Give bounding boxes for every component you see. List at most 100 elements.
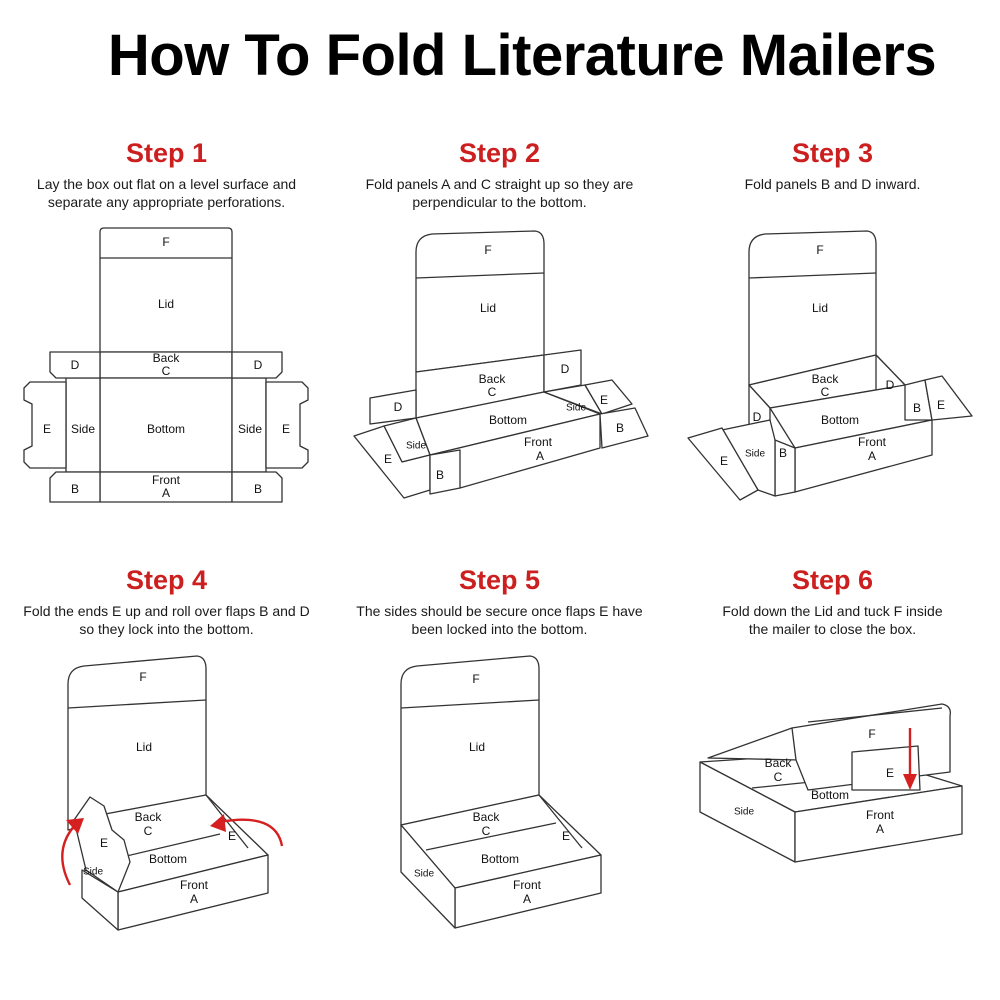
step-1-label-side-left: Side <box>71 422 95 436</box>
step-4-panel: Step 4 Fold the ends E up and roll over … <box>0 565 333 638</box>
step-6-label-side: Side <box>734 807 754 818</box>
step-6-flap-e <box>851 745 921 791</box>
step-2-description: Fold panels A and C straight up so they … <box>350 175 650 211</box>
step-3-lid <box>748 230 877 386</box>
step-3-label-b-left: B <box>779 446 787 460</box>
step-2-label-a: A <box>536 449 544 463</box>
step-5-label-f: F <box>472 672 479 686</box>
step-4-label-front: Front <box>180 878 209 892</box>
step-3-label-d-right: D <box>886 378 895 392</box>
step-1-flap-e-right <box>265 381 309 469</box>
step-6-label-e: E <box>886 766 894 780</box>
step-3-label-side: Side <box>745 449 765 460</box>
step-4-label-f: F <box>139 670 146 684</box>
step-2-label-b-left: B <box>436 468 444 482</box>
step-1-flap-d-right <box>231 351 283 379</box>
step-2-label-side-right: Side <box>566 403 586 414</box>
step-1-flap-e-left <box>23 381 67 469</box>
step-1-back-panel <box>99 351 233 379</box>
step-1-label-f: F <box>162 235 169 249</box>
step-3-label-lid: Lid <box>812 301 828 315</box>
step-4-arrowhead-right <box>210 814 226 832</box>
step-1-heading: Step 1 <box>125 138 208 168</box>
step-4-heading: Step 4 <box>125 565 208 595</box>
step-3-label-c: C <box>821 385 830 399</box>
step-6-label-a: A <box>876 822 884 836</box>
step-4-description: Fold the ends E up and roll over flaps B… <box>17 602 317 638</box>
step-4-arrow-right <box>219 818 284 847</box>
step-1-panel: Step 1 Lay the box out flat on a level s… <box>0 138 333 211</box>
step-6-description: Fold down the Lid and tuck F inside the … <box>683 602 983 638</box>
step-1-line-2: separate any appropriate perforations. <box>47 194 286 210</box>
step-5-label-side: Side <box>414 869 434 880</box>
step-3-description: Fold panels B and D inward. <box>683 175 983 193</box>
step-3-heading: Step 3 <box>791 138 874 168</box>
step-4-arrowhead-left <box>66 818 84 834</box>
step-3-panel: Step 3 Fold panels B and D inward. <box>666 138 999 193</box>
step-2-label-f: F <box>484 243 491 257</box>
step-2-label-lid: Lid <box>480 301 496 315</box>
step-1-description: Lay the box out flat on a level surface … <box>17 175 317 211</box>
step-1-label-d-left: D <box>71 358 80 372</box>
step-5-label-back: Back <box>473 810 501 824</box>
step-4-label-e-right: E <box>228 829 236 843</box>
step-1-label-front: Front <box>152 473 181 487</box>
step-2-label-front: Front <box>524 435 553 449</box>
step-5-panel: Step 5 The sides should be secure once f… <box>333 565 666 638</box>
step-2-label-bottom: Bottom <box>489 413 527 427</box>
step-6-label-back: Back <box>765 756 793 770</box>
step-1-label-b-right: B <box>254 482 262 496</box>
step-3-line-1: Fold panels B and D inward. <box>744 176 921 192</box>
step-1-line-1: Lay the box out flat on a level surface … <box>36 176 297 192</box>
step-4-line-1: Fold the ends E up and roll over flaps B… <box>23 603 310 619</box>
step-1-label-e-right: E <box>282 422 290 436</box>
step-3-label-bottom: Bottom <box>821 413 859 427</box>
step-6-front-panel <box>794 785 963 863</box>
step-1-label-lid: Lid <box>158 297 174 311</box>
step-1-flap-b-left <box>49 471 101 503</box>
step-6-label-f: F <box>868 727 875 741</box>
step-2-flap-b-right <box>599 407 649 449</box>
step-2-line-1: Fold panels A and C straight up so they … <box>365 176 634 192</box>
step-1-label-b-left: B <box>71 482 79 496</box>
step-5-label-e: E <box>562 829 570 843</box>
step-5-description: The sides should be secure once flaps E … <box>350 602 650 638</box>
step-5-label-a: A <box>523 892 531 906</box>
step-2-label-e-left: E <box>384 452 392 466</box>
step-3-label-a: A <box>868 449 876 463</box>
step-3-label-e-left: E <box>720 454 728 468</box>
step-5-label-bottom: Bottom <box>481 852 519 866</box>
step-4-label-c: C <box>144 824 153 838</box>
step-2-label-b-right: B <box>616 421 624 435</box>
step-5-heading: Step 5 <box>458 565 541 595</box>
step-1-label-side-right: Side <box>238 422 262 436</box>
step-4-label-side: Side <box>83 867 103 878</box>
step-3-label-d-left: D <box>753 410 762 424</box>
step-5-side-left <box>400 824 456 929</box>
step-6-panel: Step 6 Fold down the Lid and tuck F insi… <box>666 565 999 638</box>
step-4-label-lid: Lid <box>136 740 152 754</box>
step-5-lid <box>400 655 540 826</box>
step-4-label-bottom: Bottom <box>149 852 187 866</box>
step-1-flap-d-left <box>49 351 101 379</box>
step-5-line-2: been locked into the bottom. <box>411 621 588 637</box>
step-5-line-1: The sides should be secure once flaps E … <box>356 603 643 619</box>
step-3-label-e-right: E <box>937 398 945 412</box>
step-3-label-front: Front <box>858 435 887 449</box>
step-1-label-d-right: D <box>254 358 263 372</box>
step-3-label-back: Back <box>812 372 840 386</box>
step-5-label-lid: Lid <box>469 740 485 754</box>
step-4-lid <box>67 655 207 831</box>
step-4-label-back: Back <box>135 810 163 824</box>
page-title: How To Fold Literature Mailers <box>107 23 937 88</box>
step-1-label-bottom: Bottom <box>147 422 185 436</box>
step-2-panel: Step 2 Fold panels A and C straight up s… <box>333 138 666 211</box>
step-1-label-c: C <box>162 364 171 378</box>
step-4-side-left <box>81 869 119 931</box>
step-2-lid <box>415 230 545 373</box>
